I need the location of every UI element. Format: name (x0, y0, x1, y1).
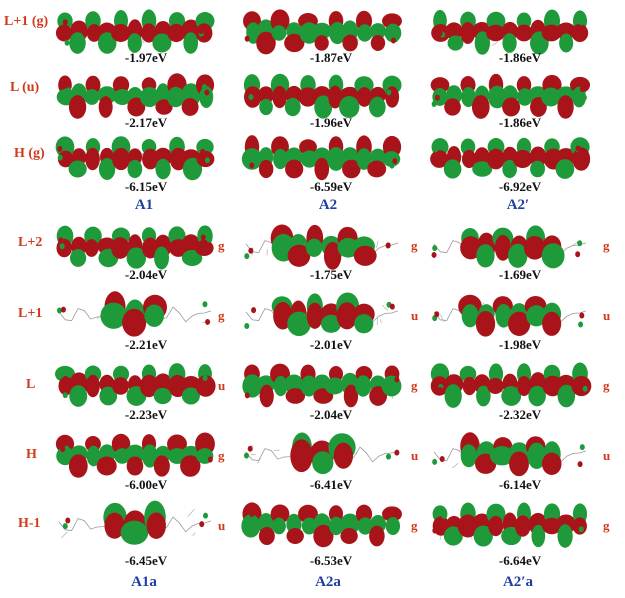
symmetry-a1a-lumo: u (218, 378, 226, 393)
orbital-a2p-homo (430, 137, 591, 179)
orbital-a1-homo (55, 136, 215, 181)
energy-a2-homo: -6.59eV (309, 179, 353, 194)
energy-a2pa-lumo-plus-1: -1.98eV (498, 337, 542, 352)
column-label-a1: A1 (134, 197, 154, 213)
row-label-lumo-plus-1: L+1 (g) (4, 14, 49, 29)
symmetry-a2a-lumo: g (411, 378, 418, 393)
energy-a1a-homo: -6.00eV (124, 477, 168, 492)
orbital-a2a-lumo (242, 363, 402, 408)
energy-a2pa-lumo-plus-2: -1.69eV (498, 267, 542, 282)
column-label-a2pa: A2′a (502, 574, 534, 590)
energy-a1a-lumo-plus-1: -2.21eV (124, 337, 168, 352)
energy-a2a-lumo-plus-2: -1.75eV (309, 267, 353, 282)
symmetry-a2a-lumo-plus-2: g (411, 238, 418, 253)
orbital-a1a-lumo-plus-2 (56, 225, 214, 270)
orbital-a2pa-lumo-plus-1 (432, 294, 587, 337)
energy-a2p-lumo-plus-1: -1.86eV (498, 50, 542, 65)
orbital-a1a-homo (55, 432, 215, 478)
energy-a1a-homo-minus-1: -6.45eV (124, 553, 168, 568)
row-label-lumo-b: L (26, 377, 36, 392)
symmetry-a1a-lumo-plus-1: g (218, 308, 225, 323)
row-label-homo-minus-1: H-1 (18, 516, 41, 531)
orbital-a2pa-homo-minus-1 (432, 502, 588, 548)
symmetry-a2a-lumo-plus-1: u (411, 308, 419, 323)
symmetry-a2a-homo-minus-1: g (411, 518, 418, 533)
energy-a1-lumo-plus-1: -1.97eV (124, 50, 168, 65)
symmetry-a2a-homo: u (411, 448, 419, 463)
energy-a2pa-homo: -6.14eV (498, 477, 542, 492)
symmetry-a2pa-homo-minus-1: g (603, 518, 610, 533)
row-label-homo: H (g) (14, 146, 45, 161)
row-label-lumo-plus-1-b: L+1 (18, 306, 43, 321)
column-label-a2: A2 (318, 197, 338, 213)
orbital-a1-lumo-plus-1 (55, 9, 215, 54)
column-label-a1a: A1a (131, 574, 157, 590)
symmetry-a1a-homo: g (218, 448, 225, 463)
orbital-a1-lumo (56, 73, 215, 119)
orbital-a2a-homo-minus-1 (241, 502, 402, 548)
column-label-a2a: A2a (315, 574, 341, 590)
orbital-a2p-lumo (430, 73, 591, 119)
orbital-a2a-lumo-plus-1 (244, 292, 399, 337)
orbital-a1a-homo-minus-1 (58, 500, 212, 545)
symmetry-a1a-lumo-plus-2: g (218, 238, 225, 253)
symmetry-a2pa-lumo-plus-1: u (603, 308, 611, 323)
orbital-a1a-lumo-plus-1 (56, 291, 212, 337)
symmetry-a2pa-lumo-plus-2: g (603, 238, 610, 253)
energy-a2a-lumo-plus-1: -2.01eV (309, 337, 353, 352)
energy-a1a-lumo: -2.23eV (124, 407, 168, 422)
energy-a2p-homo: -6.92eV (498, 179, 542, 194)
orbital-a2-lumo (243, 73, 402, 119)
energy-a2-lumo: -1.96eV (309, 115, 353, 130)
orbital-a2a-homo (243, 432, 400, 475)
symmetry-a2pa-homo: u (603, 448, 611, 463)
orbital-a2pa-lumo-plus-2 (431, 225, 587, 269)
orbital-a2pa-lumo (430, 362, 592, 408)
orbital-a2a-lumo-plus-2 (244, 224, 399, 270)
symmetry-a2pa-lumo: g (603, 378, 610, 393)
orbital-a2p-lumo-plus-1 (431, 9, 589, 55)
orbital-a2-homo (241, 135, 402, 181)
orbital-a2-lumo-plus-1 (243, 9, 402, 55)
energy-a2-lumo-plus-1: -1.87eV (309, 50, 353, 65)
symmetry-a1a-homo-minus-1: u (218, 518, 226, 533)
row-label-lumo-plus-2: L+2 (18, 235, 43, 250)
energy-a1-homo: -6.15eV (124, 179, 168, 194)
energy-a2a-lumo: -2.04eV (309, 407, 353, 422)
energy-a1a-lumo-plus-2: -2.04eV (124, 267, 168, 282)
row-label-homo-b: H (26, 447, 37, 462)
orbital-a1a-lumo (55, 363, 216, 407)
energy-a1-lumo: -2.17eV (124, 115, 168, 130)
energy-a2a-homo-minus-1: -6.53eV (309, 553, 353, 568)
row-label-lumo: L (u) (10, 80, 40, 95)
energy-a2pa-homo-minus-1: -6.64eV (498, 553, 542, 568)
orbital-a2pa-homo (432, 432, 587, 477)
energy-a2p-lumo: -1.86eV (498, 115, 542, 130)
energy-a2a-homo: -6.41eV (309, 477, 353, 492)
column-label-a2-prime: A2′ (506, 197, 530, 213)
energy-a2pa-lumo: -2.32eV (498, 407, 542, 422)
